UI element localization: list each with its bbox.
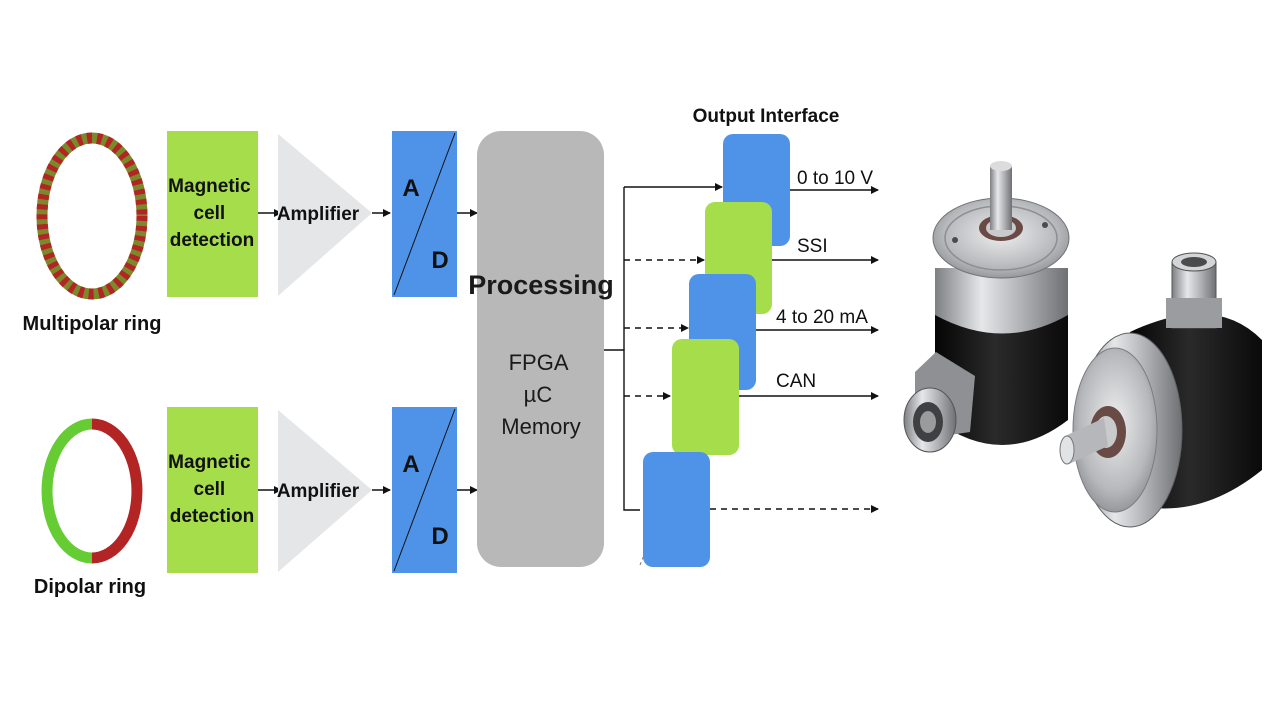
encoder-image-2 <box>1059 252 1262 528</box>
output-interface-title: Output Interface <box>693 106 840 127</box>
processing-block <box>477 131 604 567</box>
magnetic-cell-detection-block-bottom <box>167 407 258 573</box>
adc-block-top <box>392 131 457 297</box>
amplifier-label-top: Amplifier <box>277 204 360 225</box>
adc-d-label-top: D <box>431 247 448 274</box>
multipolar-ring <box>36 132 148 300</box>
output-label-4-20ma: 4 to 20 mA <box>776 307 868 328</box>
detection-label-top: Magnetic cell detection <box>168 176 256 251</box>
distribution-lines <box>604 183 723 511</box>
adc-d-label-bottom: D <box>431 523 448 550</box>
magnetic-cell-detection-block-top <box>167 131 258 297</box>
output-label-0-10v: 0 to 10 V <box>797 168 873 189</box>
amplifier-triangle-top <box>278 134 372 296</box>
dipolar-ring-label: Dipolar ring <box>34 576 146 598</box>
output-label-can: CAN <box>776 371 816 392</box>
multipolar-ring-label: Multipolar ring <box>23 313 162 335</box>
amplifier-label-bottom: Amplifier <box>277 481 360 502</box>
output-card-extra <box>643 452 710 567</box>
output-lines <box>710 186 879 513</box>
encoder-image-1 <box>903 161 1070 453</box>
amplifier-triangle-bottom <box>278 410 372 572</box>
output-card-can <box>672 339 739 455</box>
adc-block-bottom <box>392 407 457 573</box>
dipolar-ring <box>41 418 143 564</box>
output-label-ssi: SSI <box>797 236 828 257</box>
output-interface-cards <box>639 134 791 567</box>
adc-a-label-top: A <box>402 175 419 202</box>
adc-a-label-bottom: A <box>402 451 419 478</box>
processing-sublabel: FPGA µC Memory <box>501 350 580 439</box>
detection-label-bottom: Magnetic cell detection <box>168 452 256 527</box>
processing-label: Processing <box>468 270 614 300</box>
